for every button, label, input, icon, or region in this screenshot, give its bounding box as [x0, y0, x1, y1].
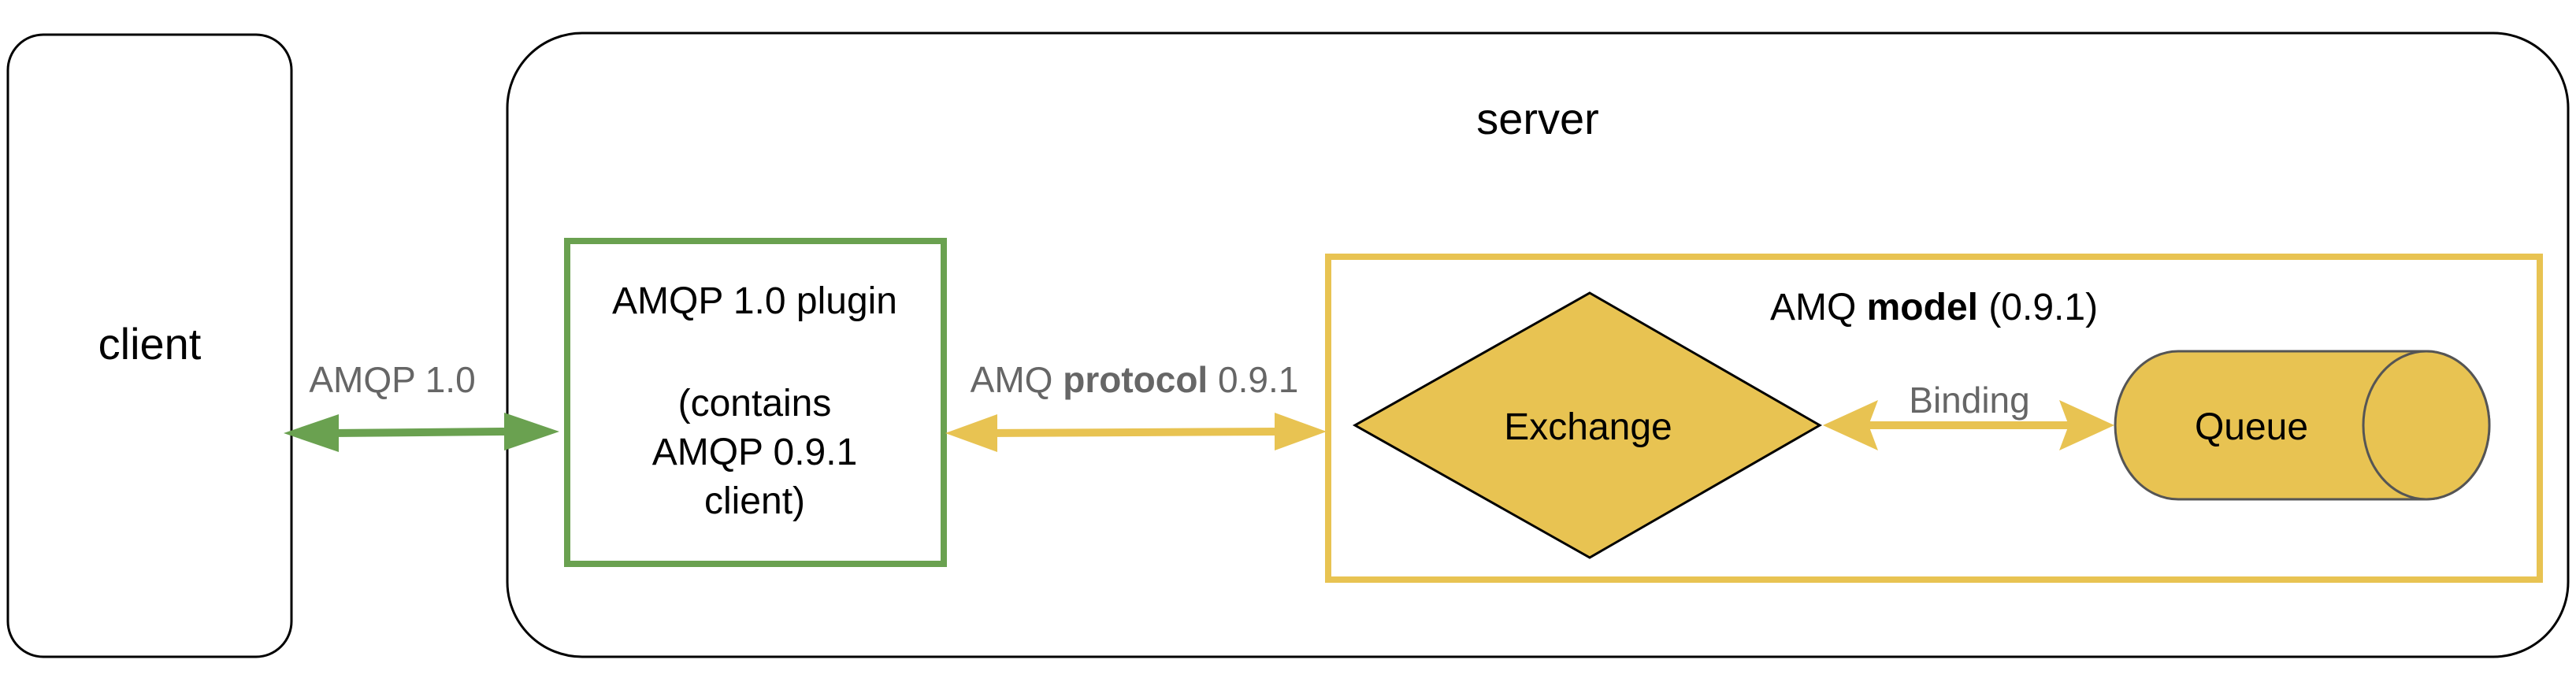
model-title-suffix: (0.9.1)	[1978, 287, 2098, 328]
client-box	[6, 33, 293, 658]
plugin-model-arrow-head-left	[945, 414, 997, 452]
server-label: server	[1476, 94, 1599, 143]
binding-label: Binding	[1909, 380, 2029, 421]
plugin-model-arrow-line	[984, 428, 1280, 437]
plugin-desc-line3: client)	[704, 480, 805, 522]
plugin-box	[564, 238, 947, 567]
queue-cylinder-cap	[2362, 350, 2491, 501]
plugin-model-label-bold: protocol	[1063, 359, 1208, 400]
plugin-desc-line1: (contains	[678, 383, 832, 424]
plugin-model-link-label: AMQ protocol 0.9.1	[971, 359, 1299, 400]
client-plugin-arrow-head-left	[284, 414, 339, 452]
exchange-diamond	[1352, 291, 1823, 559]
plugin-model-label-suffix: 0.9.1	[1208, 359, 1298, 400]
model-title-prefix: AMQ	[1770, 287, 1867, 328]
plugin-model-arrow-head-right	[1275, 413, 1327, 450]
model-title: AMQ model (0.9.1)	[1770, 287, 2098, 328]
client-plugin-link-label: AMQP 1.0	[309, 359, 475, 400]
client-plugin-arrow-head-right	[504, 413, 559, 450]
exchange-label: Exchange	[1504, 406, 1672, 448]
binding-arrow-head-left	[1823, 400, 1878, 450]
plugin-title: AMQP 1.0 plugin	[612, 280, 897, 322]
binding-arrow-head-right	[2059, 400, 2114, 450]
model-title-bold: model	[1867, 287, 1978, 328]
plugin-desc-line2: AMQP 0.9.1	[652, 432, 858, 473]
client-label: client	[98, 319, 202, 369]
queue-label: Queue	[2195, 406, 2308, 448]
plugin-model-label-prefix: AMQ	[971, 359, 1063, 400]
client-plugin-arrow-line	[330, 428, 505, 437]
